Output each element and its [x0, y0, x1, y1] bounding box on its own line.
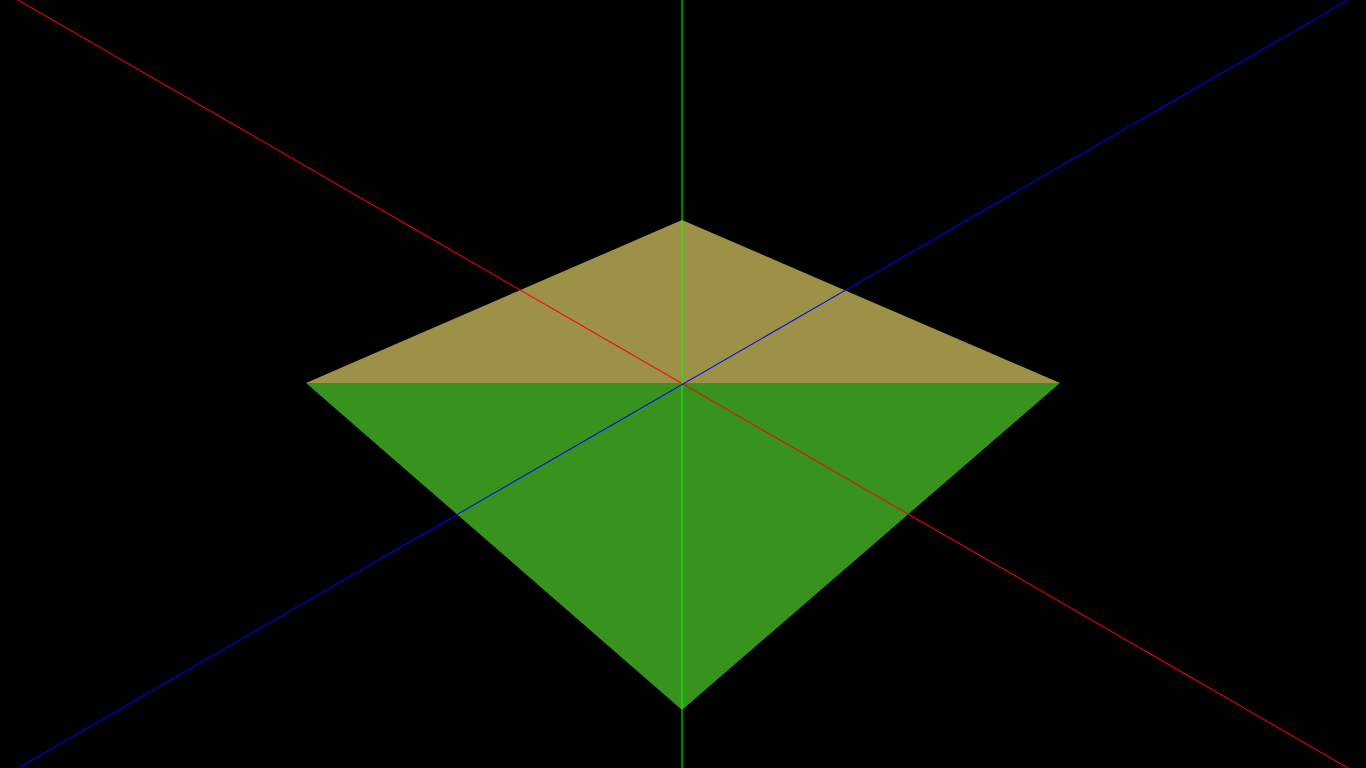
pyramid-front-face — [306, 383, 1060, 710]
z-axis-line — [17, 0, 1349, 768]
pyramid-top-face — [306, 220, 1060, 383]
